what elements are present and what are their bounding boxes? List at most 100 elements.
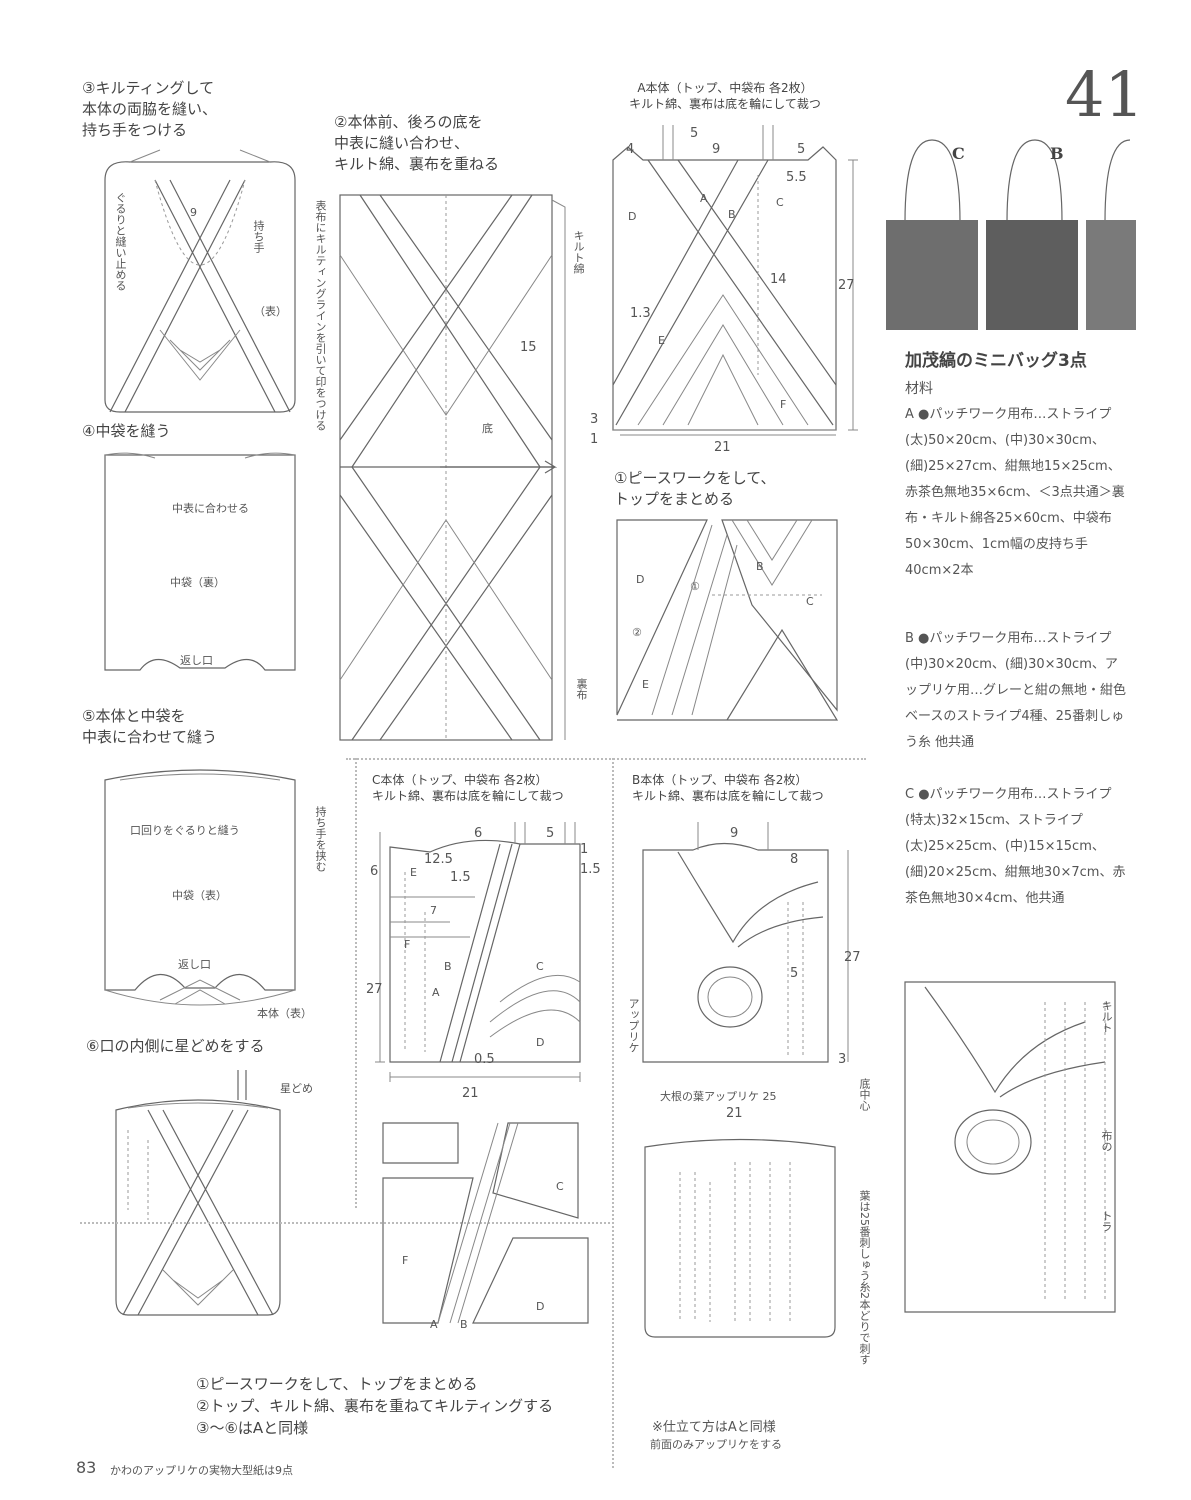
a-s-e: E bbox=[642, 678, 649, 691]
step-6-text: ⑥口の内側に星どめをする bbox=[86, 1037, 265, 1055]
a-s-n1: ① bbox=[690, 580, 700, 593]
c-s-a: A bbox=[430, 1318, 438, 1331]
c-piece-c: C bbox=[536, 960, 544, 973]
diagram-b-fullsize bbox=[904, 981, 1116, 1313]
b-dim-27: 27 bbox=[844, 950, 861, 965]
photo-bag-c bbox=[886, 220, 978, 330]
d3-front: （表） bbox=[254, 305, 287, 318]
a-s-n2: ② bbox=[632, 626, 642, 639]
diagram-panel-c-pieces bbox=[382, 1122, 589, 1324]
bag-handles bbox=[904, 139, 1131, 223]
c-s-c: C bbox=[556, 1180, 564, 1193]
d4-inner: 中袋（裏） bbox=[170, 576, 225, 589]
d5-body: 本体（表） bbox=[257, 1007, 312, 1020]
separator-v2 bbox=[612, 758, 614, 1468]
a-dim-1: 1 bbox=[590, 432, 599, 447]
center-vert-quilt: キルト綿 bbox=[572, 230, 585, 274]
a-piece-f: F bbox=[780, 398, 787, 411]
materials-heading: 材料 bbox=[905, 381, 933, 397]
d5-mouth: 返し口 bbox=[178, 958, 211, 971]
diagram-step6-bag bbox=[115, 1070, 281, 1316]
b-dim-9: 9 bbox=[730, 826, 739, 841]
diagram-panel-a-pieces bbox=[616, 519, 839, 721]
c-dim-7: 7 bbox=[430, 904, 437, 917]
b-dim-5: 5 bbox=[790, 966, 799, 981]
folio: 83 bbox=[76, 1458, 97, 1477]
c-piece-a: A bbox=[432, 986, 440, 999]
a-dim-21: 21 bbox=[714, 440, 731, 455]
b-dim-3: 3 bbox=[838, 1052, 847, 1067]
c-dim-5: 5 bbox=[546, 826, 555, 841]
a-piece-d: D bbox=[628, 210, 637, 223]
a-dim-5b: 5 bbox=[797, 142, 806, 157]
c-dim-21: 21 bbox=[462, 1086, 479, 1101]
b-vert-note: 葉は25番刺しゅう糸2本どりで刺す bbox=[858, 1190, 871, 1365]
b-dim-21: 21 bbox=[726, 1106, 743, 1121]
c-dim-6v: 6 bbox=[370, 864, 379, 879]
footer-text: かわのアップリケの実物大型紙は9点 bbox=[110, 1464, 293, 1477]
c-piece-e: E bbox=[410, 866, 417, 879]
a-dim-3: 3 bbox=[590, 412, 599, 427]
right-vert-top: キルト bbox=[1100, 1000, 1113, 1033]
d5-inner: 中袋（表） bbox=[172, 889, 227, 902]
c-s-d: D bbox=[536, 1300, 545, 1313]
c-dim-125: 12.5 bbox=[424, 852, 453, 867]
step-5-text: ⑤本体と中袋を 中表に合わせて縫う bbox=[82, 707, 218, 746]
panel-b-title: B本体（トップ、中袋布 各2枚） キルト綿、裏布は底を輪にして裁つ bbox=[632, 773, 824, 803]
b-dim-8: 8 bbox=[790, 852, 799, 867]
material-b: B ●パッチワーク用布…ストライプ(中)30×20cm、(細)30×30cm、ア… bbox=[905, 631, 1127, 750]
bottom-step-1: ①ピースワークをして、トップをまとめる bbox=[196, 1375, 478, 1393]
c-dim-27: 27 bbox=[366, 982, 383, 997]
a-piece-b: B bbox=[728, 208, 736, 221]
a-dim-5: 5 bbox=[690, 126, 699, 141]
step-3-text: ③キルティングして 本体の両脇を縫い、 持ち手をつける bbox=[82, 79, 218, 139]
separator-h1 bbox=[346, 758, 866, 760]
diagram-panel-a bbox=[612, 125, 858, 436]
d5-vert-right: 持ち手を挟む bbox=[314, 806, 327, 872]
a-step1: ①ピースワークをして、 トップをまとめる bbox=[614, 469, 776, 508]
project-title: 加茂縞のミニバッグ3点 bbox=[905, 351, 1087, 371]
a-dim-4: 4 bbox=[626, 142, 635, 157]
diagram-step2-body bbox=[339, 194, 566, 741]
a-piece-a: A bbox=[700, 192, 708, 205]
material-c: C ●パッチワーク用布…ストライプ(特太)32×15cm、ストライプ(太)25×… bbox=[905, 787, 1126, 906]
c-dim-05: 0.5 bbox=[474, 1052, 495, 1067]
right-vert-bot: トラ bbox=[1100, 1210, 1113, 1232]
a-dim-14: 14 bbox=[770, 272, 787, 287]
b-vert-bottom: 底中心 bbox=[858, 1078, 871, 1111]
d6-star: 星どめ bbox=[280, 1082, 313, 1095]
center-vert-left: 表布にキルティングラインを引いて印をつける bbox=[314, 200, 327, 431]
photo-bag-a bbox=[1086, 220, 1136, 330]
diagram-step5-bag bbox=[104, 769, 296, 1006]
a-dim-13: 1.3 bbox=[630, 306, 651, 321]
center-title: ②本体前、後ろの底を 中表に縫い合わせ、 キルト綿、裏布を重ねる bbox=[334, 113, 500, 173]
diagram-panel-b-bag bbox=[644, 1138, 836, 1338]
d3-vert-right: 持ち手 bbox=[252, 220, 265, 253]
c-s-f: F bbox=[402, 1254, 409, 1267]
c-dim-15b: 1.5 bbox=[450, 870, 471, 885]
step-4-text: ④中袋を縫う bbox=[82, 422, 171, 440]
a-piece-c: C bbox=[776, 196, 784, 209]
b-finish: ※仕立て方はAと同様 bbox=[652, 1420, 776, 1435]
a-piece-e: E bbox=[658, 334, 665, 347]
d5-sew: 口回りをぐるりと縫う bbox=[130, 824, 240, 837]
c-dim-1: 1 bbox=[580, 842, 589, 857]
c-piece-d: D bbox=[536, 1036, 545, 1049]
separator-v1 bbox=[355, 758, 357, 1208]
page-number: 41 bbox=[1065, 58, 1144, 131]
bag-b-label: B bbox=[1050, 144, 1064, 163]
d4-mouth: 返し口 bbox=[180, 654, 213, 667]
c-piece-f: F bbox=[404, 938, 411, 951]
d3-nine: 9 bbox=[190, 206, 197, 219]
a-dim-55: 5.5 bbox=[786, 170, 807, 185]
b-dim-25: 大根の葉アップリケ 25 bbox=[660, 1090, 777, 1103]
b-vert-applique: アップリケ bbox=[627, 998, 640, 1053]
c-dim-6: 6 bbox=[474, 826, 483, 841]
bag-c-label: C bbox=[952, 144, 965, 163]
panel-c-title: C本体（トップ、中袋布 各2枚） キルト綿、裏布は底を輪にして裁つ bbox=[372, 773, 564, 803]
a-dim-27: 27 bbox=[838, 278, 855, 293]
center-lining: 裏布 bbox=[575, 678, 588, 700]
center-dim-15: 15 bbox=[520, 340, 537, 355]
a-s-d: D bbox=[636, 573, 645, 586]
diagram-step3-bag bbox=[104, 149, 296, 413]
